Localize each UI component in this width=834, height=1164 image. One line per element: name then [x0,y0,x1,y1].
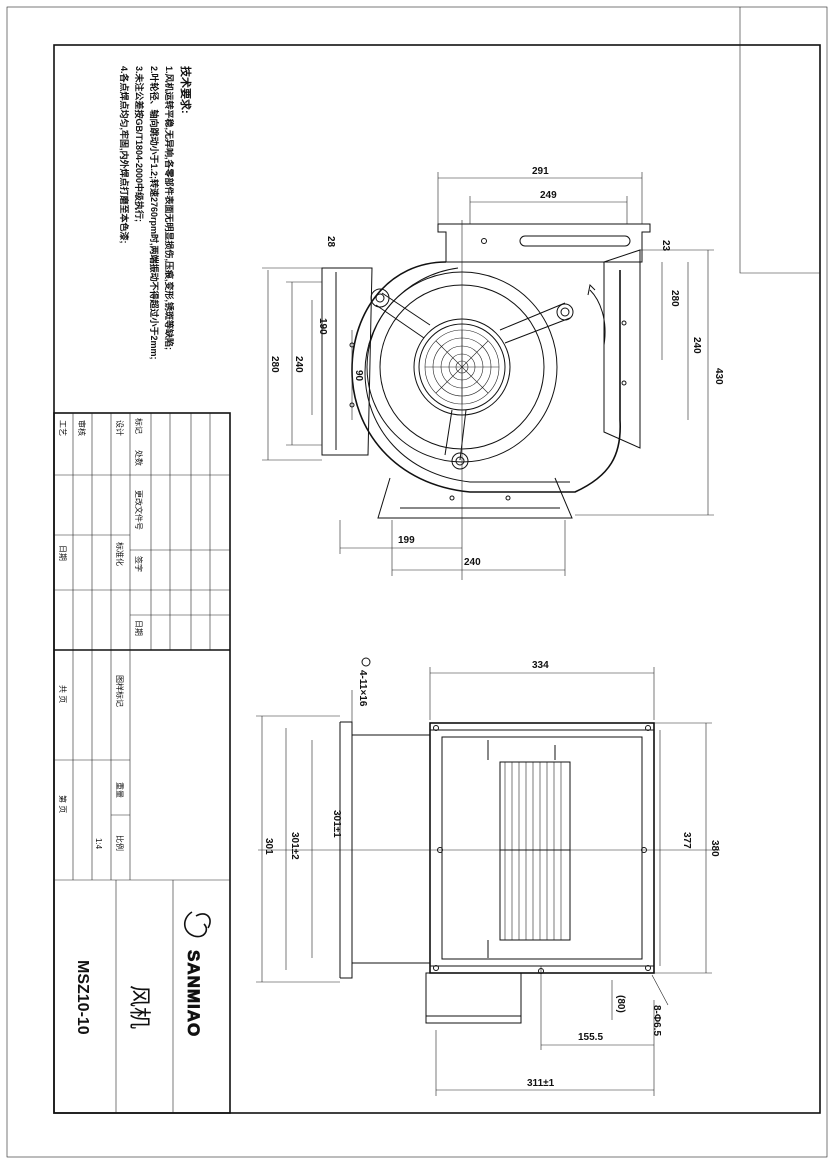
dim-301: 301 [263,838,274,855]
dim-90: 90 [353,370,364,382]
outer-border [6,6,828,1158]
dim-430: 430 [713,368,724,385]
dim-301-pm1: 301±1 [331,810,342,838]
tb-designer: 设计 [115,420,125,436]
tb-scale-label: 比例 [115,835,125,851]
tb-process: 工艺 [58,420,67,436]
dim-377: 377 [681,832,692,849]
tb-weight: 重量 [115,782,125,798]
dim-311-pm1: 311±1 [527,1078,555,1089]
dim-190: 190 [317,318,328,335]
tech-note-3: 3.未注公差按GB/T1804-2000中级执行; [134,66,145,222]
bottom-view-dimensions: 334 4-11×16 301 301±2 301±1 377 380 (80)… [263,657,720,1089]
company-name: SANMIAO [184,950,203,1037]
tb-std: 标准化 [115,542,125,566]
dim-380: 380 [709,840,720,857]
tb-count: 处数 [134,450,144,466]
dim-240-bottom: 240 [464,557,481,568]
tech-title: 技术要求: [179,66,193,114]
tech-note-2: 2.叶轮径、轴向跳动小于1.2;转速2760rpm时,两端振动不得超过小于2mm… [149,66,160,360]
top-view-dimensions: 291 249 28 23 190 240 280 240 430 90 280… [269,166,724,568]
tb-date-2: 日期 [58,545,67,561]
tb-stage: 图样标记 [115,675,125,707]
part-name: 风机 [127,985,152,1029]
tb-sign: 签字 [134,556,144,572]
dim-240-left: 240 [293,356,304,373]
dim-28: 28 [325,236,336,248]
dim-155-5: 155.5 [578,1032,603,1043]
dim-280-right: 280 [669,290,680,307]
tb-sheet-no: 第 页 [58,795,68,813]
tech-note-1: 1.风机运转平稳,无异响,各零部件表面无明显损伤,压痕,变形,锈斑等缺陷; [164,66,175,350]
corner-tab [739,7,820,274]
dim-hole-pattern: 4-11×16 [357,670,368,707]
tb-checker: 审核 [77,420,87,436]
dim-240-right: 240 [691,337,702,354]
part-number: MSZ10-10 [74,960,91,1035]
tb-mark: 标记 [134,418,144,434]
tb-sheets-total: 共 页 [58,685,67,703]
bottom-view-dimension-lines [256,667,720,1096]
dim-249: 249 [540,190,557,201]
title-block: 标记 处数 更改文件号 签字 日期 设计 审核 工艺 标准化 日期 图样标记 重… [53,412,231,1114]
tb-scale-value: 1:4 [94,838,103,850]
dim-23: 23 [660,240,671,252]
tb-date-1: 日期 [134,620,143,636]
technical-notes: 技术要求: 1.风机运转平稳,无异响,各零部件表面无明显损伤,压痕,变形,锈斑等… [119,66,193,360]
tech-note-4: 4.各点焊点均匀,牢固,内外焊点打磨至本色漆; [119,66,130,244]
dim-80: (80) [615,995,626,1013]
tb-change-file: 更改文件号 [134,490,144,530]
dim-301-pm2: 301±2 [289,832,300,860]
bottom-view-fan [339,721,655,1050]
dim-8-holes: 8-Φ6.5 [651,1005,662,1036]
top-view-fan [321,223,651,519]
dim-199: 199 [398,535,415,546]
dim-334: 334 [532,660,549,671]
dim-291: 291 [532,166,549,177]
top-view-dimension-lines [262,172,714,580]
sanmiao-logo: SANMIAO [184,911,211,1038]
dim-280-left: 280 [269,356,280,373]
